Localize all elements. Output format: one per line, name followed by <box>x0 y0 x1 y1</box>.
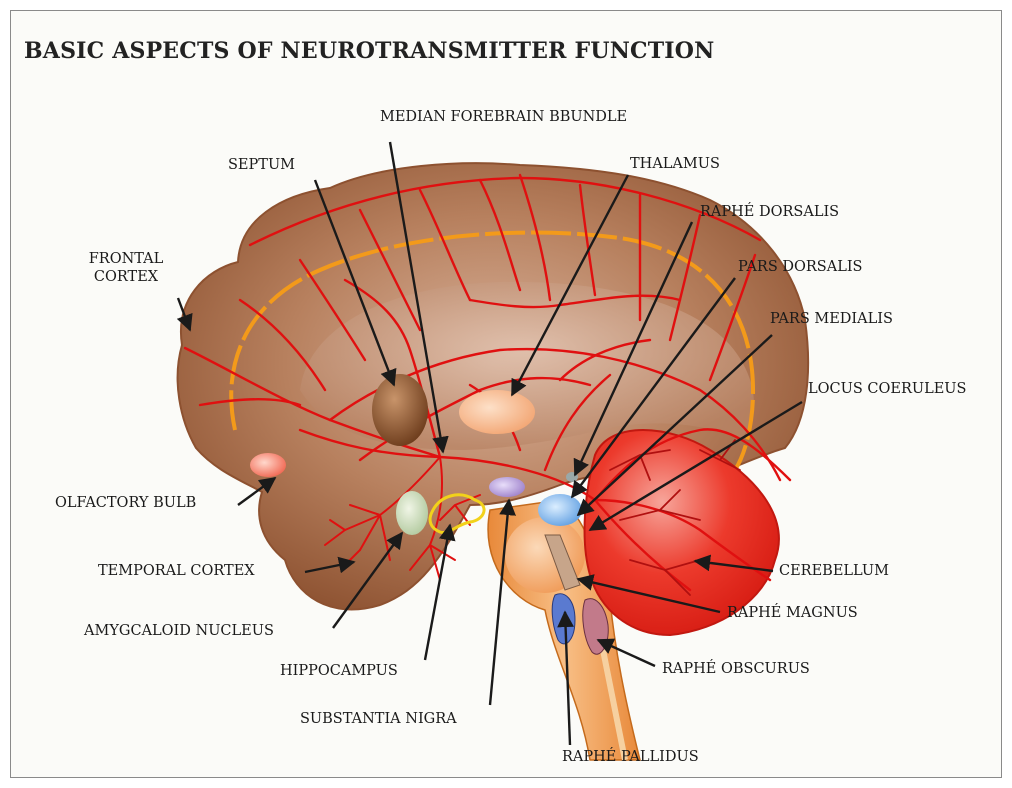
label-hippocampus: HIPPOCAMPUS <box>280 662 398 680</box>
label-frontal-cortex-line1: FRONTAL <box>84 250 168 268</box>
amygdaloid-nucleus <box>396 491 428 535</box>
label-raphe-magnus: RAPHÉ MAGNUS <box>727 604 858 622</box>
label-substantia-nigra: SUBSTANTIA NIGRA <box>300 710 457 728</box>
label-median-forebrain-bundle: MEDIAN FOREBRAIN BBUNDLE <box>380 108 627 126</box>
label-locus-coeruleus: LOCUS COERULEUS <box>808 380 966 398</box>
thalamus-nucleus <box>459 390 535 434</box>
olfactory-bulb-nucleus <box>250 453 286 477</box>
label-raphe-pallidus: RAPHÉ PALLIDUS <box>562 748 699 766</box>
label-frontal-cortex: FRONTAL CORTEX <box>84 250 168 286</box>
substantia-nigra-nucleus <box>489 477 525 497</box>
label-amygdaloid-nucleus: AMYGCALOID NUCLEUS <box>84 622 274 640</box>
septum-nucleus <box>372 374 428 446</box>
label-pars-dorsalis: PARS DORSALIS <box>738 258 862 276</box>
label-thalamus: THALAMUS <box>630 155 720 173</box>
label-frontal-cortex-line2: CORTEX <box>84 268 168 286</box>
label-pars-medialis: PARS MEDIALIS <box>770 310 893 328</box>
label-septum: SEPTUM <box>228 156 295 174</box>
label-raphe-obscurus: RAPHÉ OBSCURUS <box>662 660 810 678</box>
locus-coeruleus-nucleus <box>538 494 582 526</box>
diagram-title: BASIC ASPECTS OF NEUROTRANSMITTER FUNCTI… <box>24 38 714 64</box>
label-cerebellum: CEREBELLUM <box>779 562 889 580</box>
label-raphe-dorsalis: RAPHÉ DORSALIS <box>700 203 839 221</box>
label-olfactory-bulb: OLFACTORY BULB <box>55 494 196 512</box>
label-temporal-cortex: TEMPORAL CORTEX <box>98 562 255 580</box>
